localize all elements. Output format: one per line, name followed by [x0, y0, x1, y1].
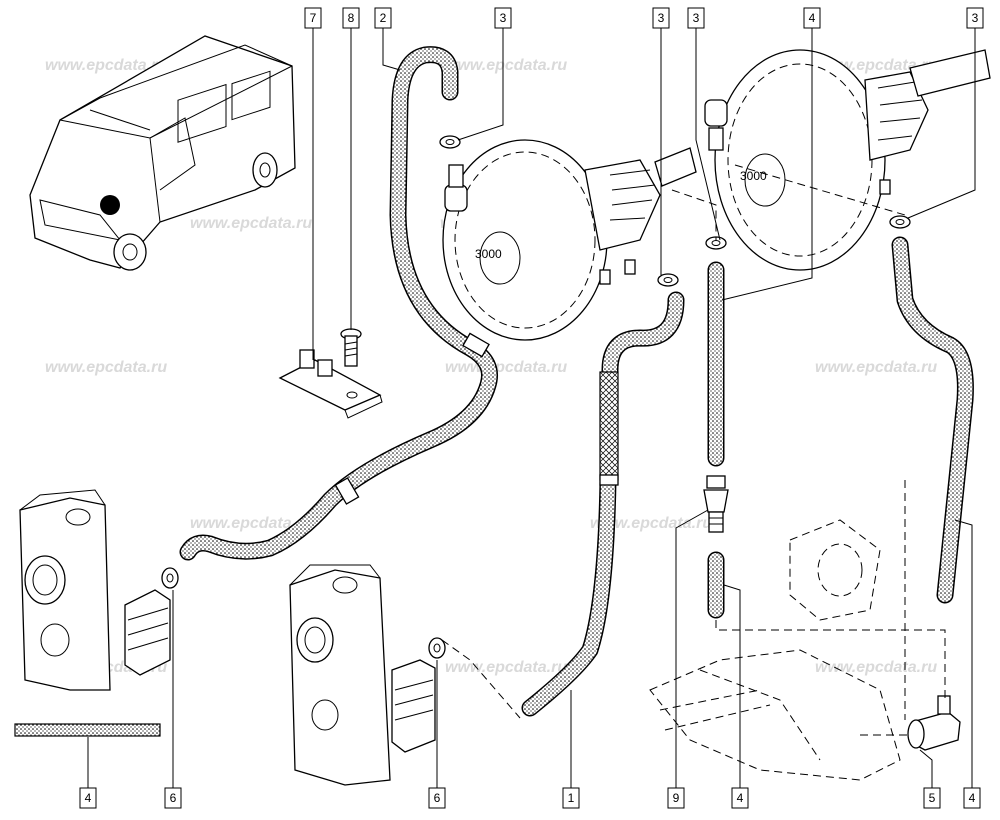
- callout-label: 3: [693, 11, 700, 25]
- mesh-sleeve: [599, 371, 619, 481]
- callout-9: 9: [667, 787, 685, 809]
- callout-8: 8: [342, 7, 360, 29]
- callout-label: 3: [658, 11, 665, 25]
- callout-label: 6: [434, 791, 441, 805]
- callout-6: 6: [164, 787, 182, 809]
- watermark-text: www.epcdata.ru: [815, 659, 937, 676]
- callout-5: 5: [923, 787, 941, 809]
- vacuum-hoses: [179, 46, 974, 717]
- callout-4: 4: [731, 787, 749, 809]
- callout-3: 3: [494, 7, 512, 29]
- callout-label: 3: [972, 11, 979, 25]
- callout-label: 4: [969, 791, 976, 805]
- engine-outline: [649, 519, 901, 781]
- watermark-text: www.epcdata.ru: [45, 57, 167, 74]
- tee-fitting: [907, 695, 961, 751]
- bolt: [340, 328, 362, 367]
- sealing-strip: [14, 723, 161, 737]
- bracket: [278, 349, 383, 419]
- dashed-routing: [441, 164, 946, 736]
- callout-3: 3: [687, 7, 705, 29]
- watermark-text: www.epcdata.ru: [45, 359, 167, 376]
- callout-4: 4: [79, 787, 97, 809]
- vacuum-pump-left: [19, 489, 171, 691]
- callout-2: 2: [374, 7, 392, 29]
- van-illustration: [29, 35, 296, 271]
- callout-label: 9: [673, 791, 680, 805]
- callout-label: 4: [737, 791, 744, 805]
- callout-1: 1: [562, 787, 580, 809]
- callout-label: 5: [929, 791, 936, 805]
- hose-clamps: [161, 135, 911, 659]
- check-valve: [703, 475, 729, 533]
- watermark-text: www.epcdata.ru: [445, 359, 567, 376]
- watermark-text: www.epcdata.ru: [190, 215, 312, 232]
- watermark-text: www.epcdata.ru: [445, 57, 567, 74]
- callout-4: 4: [803, 7, 821, 29]
- watermark-text: www.epcdata.ru: [190, 515, 312, 532]
- brake-booster-left: 3000: [442, 139, 697, 341]
- callout-7: 7: [304, 7, 322, 29]
- callout-4: 4: [963, 787, 981, 809]
- watermark-text: www.epcdata.ru: [815, 359, 937, 376]
- callout-3: 3: [966, 7, 984, 29]
- callout-label: 8: [348, 11, 355, 25]
- callout-6: 6: [428, 787, 446, 809]
- watermark-text: www.epcdata.ru: [590, 515, 712, 532]
- vacuum-pump-center: [289, 564, 436, 786]
- leader-lines: [87, 28, 976, 788]
- callout-3: 3: [652, 7, 670, 29]
- callout-boxes: 7 8 2 3 3 3 4 3 4 6 6 1 9 4 5 4: [79, 7, 984, 809]
- callout-label: 4: [809, 11, 816, 25]
- brake-booster-right: 3000: [704, 49, 991, 271]
- callout-label: 3: [500, 11, 507, 25]
- callout-label: 6: [170, 791, 177, 805]
- callout-label: 4: [85, 791, 92, 805]
- watermark-text: www.epcdata.ru: [445, 659, 567, 676]
- booster-mark: 3000: [475, 247, 502, 261]
- callout-label: 7: [310, 11, 317, 25]
- callout-label: 2: [380, 11, 387, 25]
- booster-mark: 3000: [740, 169, 767, 183]
- callout-label: 1: [568, 791, 575, 805]
